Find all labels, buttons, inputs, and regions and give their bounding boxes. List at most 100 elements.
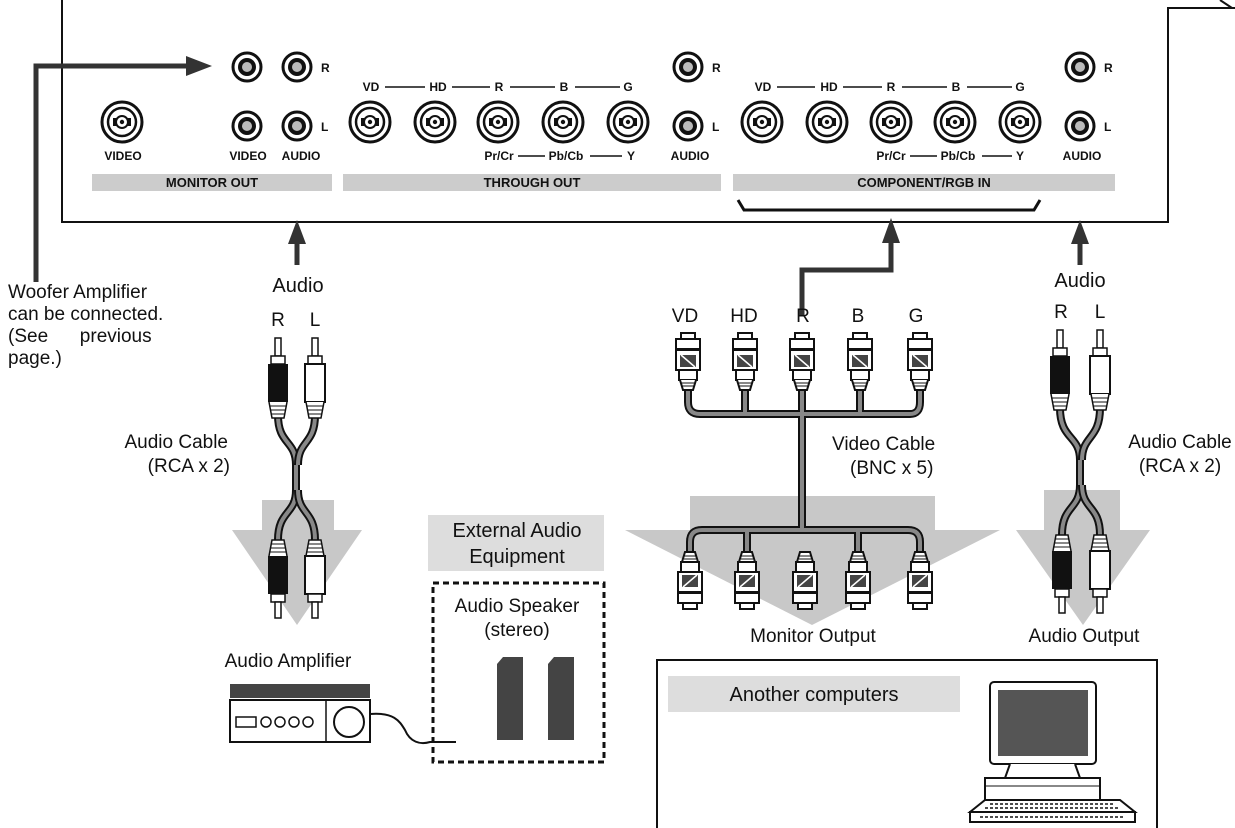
monitor-output-label: Monitor Output — [750, 626, 876, 647]
through-g-label: G — [623, 80, 632, 94]
left-audio-cable-label: Audio Cable — [124, 432, 228, 453]
left-audio-l-label: L — [310, 310, 321, 331]
through-out-bar — [343, 174, 721, 191]
through-r-label: R — [495, 80, 504, 94]
external-audio-label-2: Equipment — [469, 546, 565, 568]
through-out-title: THROUGH OUT — [484, 175, 581, 190]
woofer-arrow — [33, 56, 212, 282]
through-hd-jack — [413, 100, 457, 144]
monitor-audio-l-jack — [281, 110, 313, 142]
monitor-audio-r-jack — [281, 51, 313, 83]
comp-hd-jack — [805, 100, 849, 144]
external-audio-label-1: External Audio — [453, 520, 582, 542]
video-cable: VD HD R B G Video Cable (BNC x 5) — [625, 218, 1000, 647]
another-computers: Another computers — [656, 659, 1158, 828]
audio-amplifier-label: Audio Amplifier — [225, 651, 352, 672]
monitor-audio-label: AUDIO — [282, 149, 321, 163]
through-audio-r-jack — [672, 51, 704, 83]
through-audio-label: AUDIO — [671, 149, 710, 163]
comp-y-label: Y — [1016, 149, 1024, 163]
through-out-connectors: VD HD R B G Pr/Cr Pb/Cb Y R L AUDIO — [348, 51, 721, 163]
through-b-label: B — [560, 80, 569, 94]
left-audio-label: Audio — [272, 275, 323, 297]
monitor-audio-r-label: R — [321, 61, 330, 75]
through-y-label: Y — [627, 149, 635, 163]
left-audio-gray-arrow — [232, 500, 362, 625]
svg-text:Woofer Amplifier: Woofer Amplifier — [8, 282, 148, 303]
monitor-video-label: VIDEO — [104, 149, 141, 163]
audio-amplifier: Audio Amplifier — [225, 651, 456, 745]
comp-pbcb-label: Pb/Cb — [941, 149, 976, 163]
speaker-right — [548, 657, 574, 740]
component-in-bar — [733, 174, 1115, 191]
component-bracket — [736, 199, 1042, 212]
monitor-video-bnc-jack — [100, 100, 144, 144]
through-audio-r-label: R — [712, 61, 721, 75]
right-audio-gray-arrow — [1016, 490, 1150, 625]
right-audio-r-label: R — [1054, 302, 1068, 323]
speaker-sub: (stereo) — [484, 620, 549, 641]
left-audio-cable: Audio R L Audio Cable (RCA x 2) — [124, 220, 362, 625]
through-prcr-label: Pr/Cr — [484, 149, 514, 163]
comp-b-label: B — [952, 80, 961, 94]
comp-audio-r-label: R — [1104, 61, 1113, 75]
through-g-jack — [606, 100, 650, 144]
svg-text:page.): page.) — [8, 348, 62, 369]
comp-audio-label: AUDIO — [1063, 149, 1102, 163]
comp-r-jack — [869, 100, 913, 144]
component-in-title: COMPONENT/RGB IN — [857, 175, 991, 190]
video-g-label: G — [909, 306, 924, 327]
rear-panel: MONITOR OUT THROUGH OUT COMPONENT/RGB IN… — [61, 0, 1235, 223]
left-audio-cable-type: (RCA x 2) — [148, 456, 230, 477]
speaker-label: Audio Speaker — [455, 596, 580, 617]
audio-output-label: Audio Output — [1029, 626, 1141, 647]
speaker-left — [497, 657, 523, 740]
video-b-label: B — [852, 306, 865, 327]
monitor-audio-l-label: L — [321, 120, 328, 134]
monitor-rca-jack — [231, 51, 263, 83]
external-audio: External Audio Equipment Audio Speaker (… — [428, 515, 606, 764]
comp-b-jack — [933, 100, 977, 144]
comp-audio-l-jack — [1064, 110, 1096, 142]
svg-text:can be connected.: can be connected. — [8, 304, 163, 325]
comp-prcr-label: Pr/Cr — [876, 149, 906, 163]
video-vd-label: VD — [672, 306, 698, 327]
comp-g-label: G — [1015, 80, 1024, 94]
monitor-video2-label: VIDEO — [229, 149, 266, 163]
video-hd-label: HD — [730, 306, 757, 327]
comp-audio-r-jack — [1064, 51, 1096, 83]
through-audio-l-jack — [672, 110, 704, 142]
video-cable-label: Video Cable — [832, 434, 935, 455]
right-audio-cable-label: Audio Cable — [1128, 432, 1232, 453]
right-audio-l-label: L — [1095, 302, 1106, 323]
through-vd-label: VD — [363, 80, 380, 94]
comp-audio-l-label: L — [1104, 120, 1111, 134]
through-pbcb-label: Pb/Cb — [549, 149, 584, 163]
another-computers-box — [668, 676, 960, 712]
speaker-box — [431, 581, 606, 764]
monitor-out-bar — [92, 174, 332, 191]
monitor-video-rca-jack — [231, 110, 263, 142]
computer-icon — [967, 681, 1138, 823]
external-audio-box — [428, 515, 604, 571]
another-computers-label: Another computers — [730, 684, 899, 706]
through-vd-jack — [348, 100, 392, 144]
through-b-jack — [541, 100, 585, 144]
comp-g-jack — [998, 100, 1042, 144]
svg-text:(See previous: (See previous — [8, 326, 152, 347]
through-audio-l-label: L — [712, 120, 719, 134]
left-audio-r-label: R — [271, 310, 285, 331]
through-hd-label: HD — [429, 80, 447, 94]
right-audio-label: Audio — [1054, 270, 1105, 292]
comp-vd-jack — [740, 100, 784, 144]
comp-vd-label: VD — [755, 80, 772, 94]
video-cable-type: (BNC x 5) — [850, 458, 933, 479]
right-audio-cable: Audio R L Audio Cable (RCA x 2) Audio Ou… — [1016, 220, 1232, 647]
monitor-out-title: MONITOR OUT — [166, 175, 258, 190]
video-r-label: R — [796, 306, 810, 327]
comp-r-label: R — [887, 80, 896, 94]
comp-hd-label: HD — [820, 80, 838, 94]
right-audio-cable-type: (RCA x 2) — [1139, 456, 1221, 477]
component-in-connectors: VD HD R B G Pr/Cr Pb/Cb Y R L AUDIO — [740, 51, 1113, 163]
